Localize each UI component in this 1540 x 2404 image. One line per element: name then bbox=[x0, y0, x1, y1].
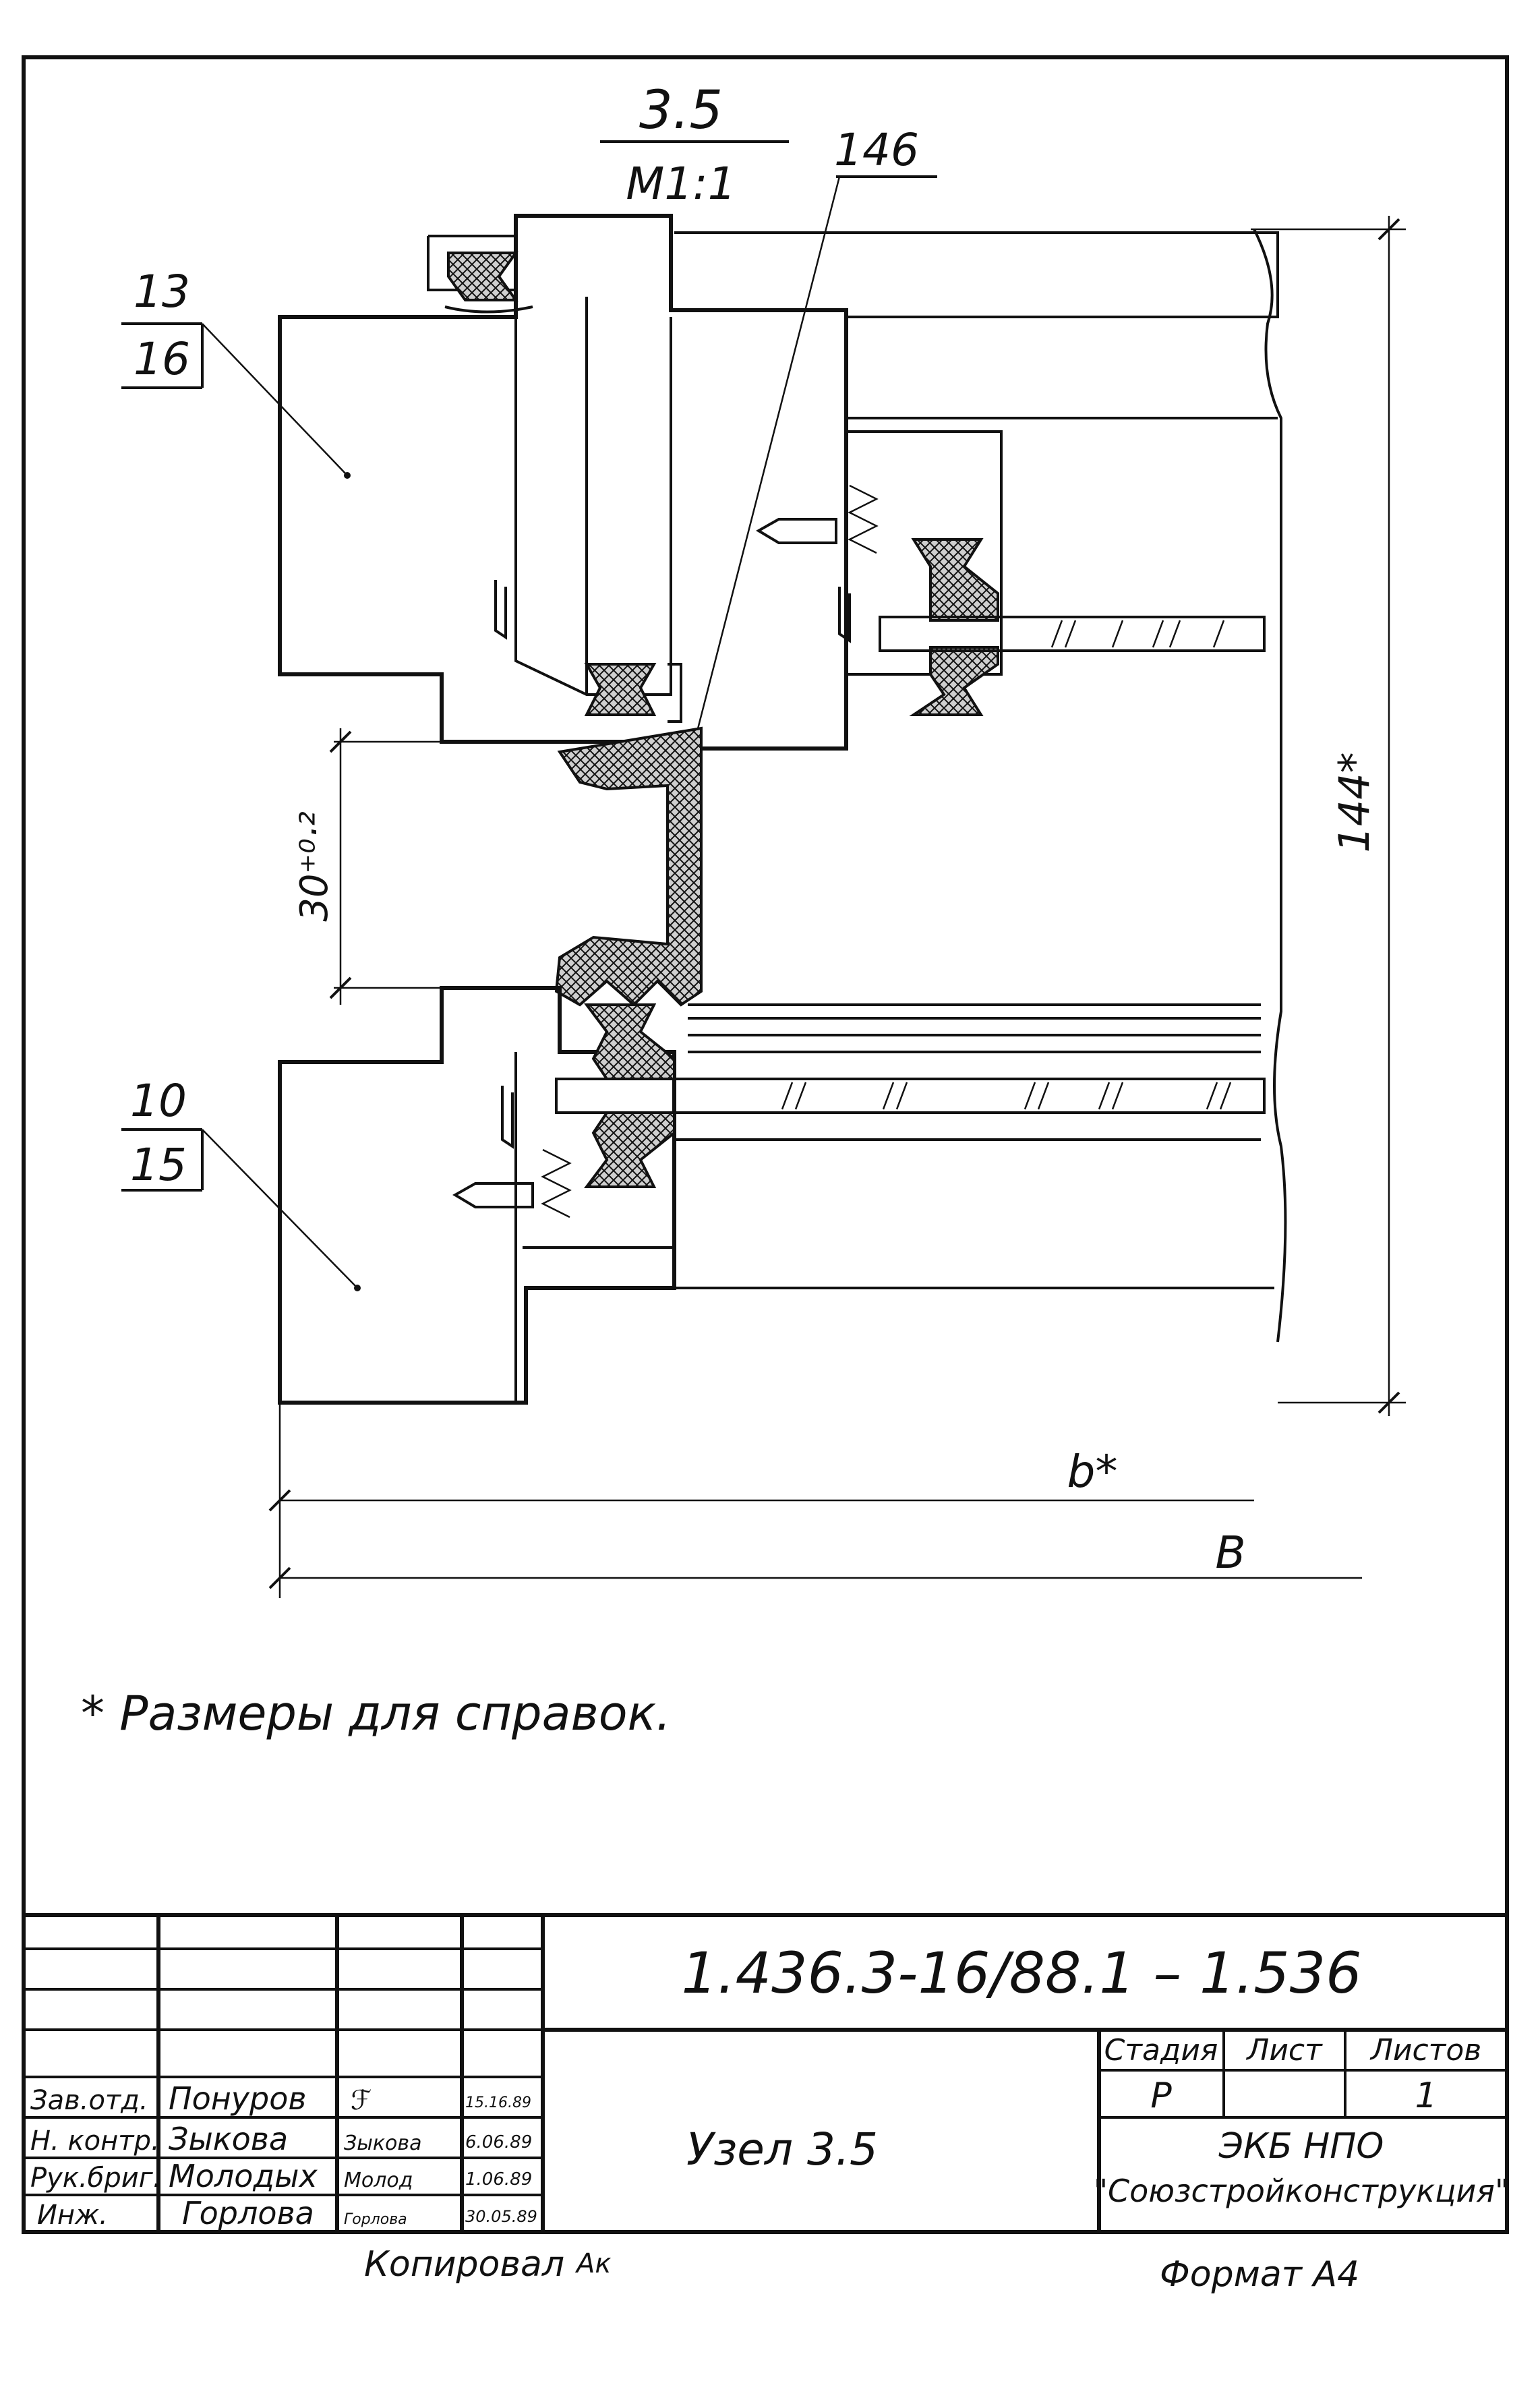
upper-bottom-seal bbox=[584, 663, 657, 716]
dimension-gap-label: 30⁺⁰·² bbox=[293, 811, 336, 922]
dimension-gap: 30⁺⁰·² bbox=[293, 728, 560, 1005]
upper-glazing-gasket-bottom bbox=[909, 646, 999, 716]
upper-glass-pane bbox=[879, 616, 1266, 652]
lower-screw bbox=[452, 1182, 534, 1208]
signer-date: 1.06.89 bbox=[465, 2169, 532, 2190]
node-header: 3.5 M1:1 bbox=[600, 80, 789, 210]
sheet-header: Лист bbox=[1245, 2033, 1323, 2068]
upper-screw bbox=[756, 518, 837, 544]
signer-role: Инж. bbox=[37, 2200, 108, 2231]
drawing-scale: M1:1 bbox=[626, 158, 736, 210]
stage-header: Стадия bbox=[1104, 2033, 1218, 2068]
callout-13-16: 13 16 bbox=[121, 266, 351, 479]
sheet-format: Формат А4 bbox=[1160, 2254, 1359, 2295]
node-number: 3.5 bbox=[639, 80, 723, 141]
copied-signature: Ак bbox=[574, 2248, 612, 2279]
joint-seal bbox=[554, 726, 703, 1007]
lower-glass-pane bbox=[555, 1078, 1266, 1114]
title-block: 1.436.3-16/88.1 – 1.536 Узел 3.5 Стадия … bbox=[24, 1913, 1509, 2232]
upper-glazing-gasket-top bbox=[911, 538, 999, 622]
sheets-value: 1 bbox=[1415, 2076, 1437, 2116]
sheets-header: Листов bbox=[1369, 2033, 1481, 2068]
upper-top-seal bbox=[447, 252, 519, 301]
callout-146-label: 146 bbox=[834, 124, 919, 176]
signer-role: Зав.отд. bbox=[30, 2085, 148, 2116]
callout-10-15: 10 15 bbox=[121, 1075, 361, 1291]
dimension-height: 144* bbox=[1251, 216, 1406, 1416]
signer-date: 6.06.89 bbox=[465, 2132, 532, 2152]
dimension-height-label: 144* bbox=[1330, 752, 1379, 852]
signer-date: 15.16.89 bbox=[465, 2094, 531, 2111]
signer-date: 30.05.89 bbox=[465, 2207, 537, 2226]
callout-146: 146 bbox=[693, 124, 937, 742]
signer-name: Горлова bbox=[182, 2195, 314, 2231]
organization-line1: ЭКБ НПО bbox=[1218, 2126, 1384, 2167]
dimension-widths: b* B bbox=[268, 1403, 1362, 1598]
signer-signature: Горлова bbox=[344, 2211, 407, 2228]
signer-signature: ℱ bbox=[351, 2085, 372, 2116]
dimension-width-total-label: B bbox=[1215, 1527, 1245, 1579]
signer-name: Зыкова bbox=[169, 2121, 288, 2157]
signer-role: Н. контр. bbox=[30, 2126, 160, 2157]
organization-line2: "Союзстройконструкция" bbox=[1094, 2173, 1509, 2209]
copied-by: Копировал bbox=[364, 2244, 564, 2285]
callout-lower-top: 10 bbox=[130, 1075, 187, 1127]
document-code: 1.436.3-16/88.1 – 1.536 bbox=[681, 1940, 1361, 2006]
signer-name: Понуров bbox=[169, 2080, 306, 2117]
signer-signature: Зыкова bbox=[344, 2132, 421, 2155]
lower-glazing-gasket-top bbox=[584, 1003, 676, 1080]
upper-frame-section bbox=[278, 214, 1279, 751]
reference-note: * Размеры для справок. bbox=[81, 1686, 671, 1741]
signer-role: Рук.бриг. bbox=[30, 2163, 161, 2194]
signer-signature: Молод bbox=[344, 2169, 413, 2192]
sheet-border bbox=[22, 55, 1509, 2234]
signer-name: Молодых bbox=[169, 2158, 318, 2194]
dimension-width-small-label: b* bbox=[1067, 1446, 1118, 1498]
callout-upper-top: 13 bbox=[134, 266, 190, 318]
callout-lower-bottom: 15 bbox=[130, 1139, 187, 1191]
lower-frame-section bbox=[278, 986, 1274, 1405]
drawing-name: Узел 3.5 bbox=[686, 2123, 878, 2175]
stage-value: Р bbox=[1150, 2076, 1172, 2116]
callout-upper-bottom: 16 bbox=[134, 333, 190, 385]
lower-glazing-gasket-bottom bbox=[584, 1111, 676, 1188]
right-break-line bbox=[1253, 229, 1287, 1343]
